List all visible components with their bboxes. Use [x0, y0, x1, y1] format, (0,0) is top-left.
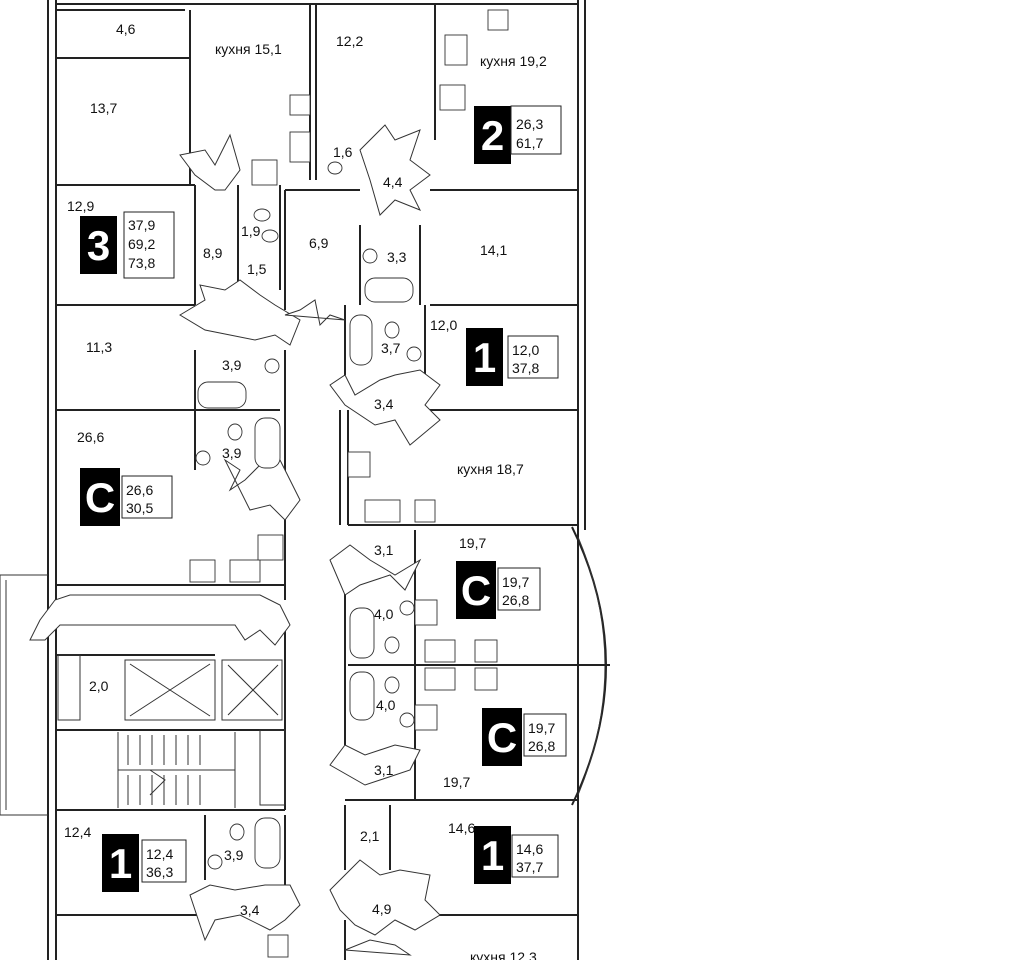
- apartment-type: 3: [87, 222, 110, 269]
- room-label: 12,0: [430, 317, 457, 333]
- apartment-badge: 2 26,3 61,7: [474, 105, 562, 164]
- walls: [0, 0, 610, 960]
- apartment-area: 30,5: [126, 500, 153, 516]
- apartment-area: 26,6: [126, 482, 153, 498]
- room-label: кухня 19,2: [480, 53, 547, 69]
- room-labels: 4,6 кухня 15,1 12,2 кухня 19,2 13,7 1,6 …: [64, 21, 547, 960]
- room-label: 3,9: [224, 847, 244, 863]
- room-label: кухня 15,1: [215, 41, 282, 57]
- room-label: 2,1: [360, 828, 380, 844]
- room-label: 1,5: [247, 261, 267, 277]
- room-label: 19,7: [459, 535, 486, 551]
- doors: [29, 124, 441, 956]
- room-label: 12,9: [67, 198, 94, 214]
- apartment-badge: 1 14,6 37,7: [474, 826, 559, 884]
- apartment-badge: 1 12,4 36,3: [102, 834, 187, 892]
- apartment-type: 1: [481, 832, 504, 879]
- room-label: кухня 12,3: [470, 949, 537, 960]
- apartment-type: С: [461, 567, 491, 614]
- room-label: 3,4: [374, 396, 394, 412]
- apartment-area: 12,0: [512, 342, 539, 358]
- room-label: 3,4: [240, 902, 260, 918]
- room-label: 11,3: [86, 339, 112, 355]
- apartment-badge: 1 12,0 37,8: [466, 328, 559, 386]
- stairs: [117, 732, 236, 808]
- room-label: кухня 18,7: [457, 461, 524, 477]
- room-label: 6,9: [309, 235, 329, 251]
- room-label: 4,0: [374, 606, 394, 622]
- apartment-area: 19,7: [528, 720, 555, 736]
- room-label: 3,1: [374, 762, 394, 778]
- room-label: 3,7: [381, 340, 401, 356]
- room-label: 3,3: [387, 249, 407, 265]
- apartment-type: 1: [473, 334, 496, 381]
- apartment-area: 36,3: [146, 864, 173, 880]
- apartment-area: 37,8: [512, 360, 539, 376]
- apartment-area: 14,6: [516, 841, 543, 857]
- room-label: 2,0: [89, 678, 109, 694]
- apartment-area: 26,3: [516, 116, 543, 132]
- apartment-area: 19,7: [502, 574, 529, 590]
- room-label: 4,6: [116, 21, 136, 37]
- apartment-area: 73,8: [128, 255, 155, 271]
- room-label: 13,7: [90, 100, 117, 116]
- room-label: 19,7: [443, 774, 470, 790]
- room-label: 26,6: [77, 429, 104, 445]
- apartment-badge: С 19,7 26,8: [482, 708, 567, 766]
- room-label: 8,9: [203, 245, 223, 261]
- apartment-type: 1: [109, 840, 132, 887]
- apartment-type: С: [85, 474, 115, 521]
- apartment-area: 69,2: [128, 236, 155, 252]
- apartment-area: 37,9: [128, 217, 155, 233]
- apartment-type: С: [487, 714, 517, 761]
- room-label: 4,0: [376, 697, 396, 713]
- room-label: 1,9: [241, 223, 261, 239]
- room-label: 3,9: [222, 445, 242, 461]
- room-label: 12,2: [336, 33, 363, 49]
- room-label: 14,1: [480, 242, 507, 258]
- room-label: 12,4: [64, 824, 91, 840]
- apartment-area: 12,4: [146, 846, 173, 862]
- room-label: 3,1: [374, 542, 394, 558]
- room-label: 3,9: [222, 357, 242, 373]
- apartment-type: 2: [481, 112, 504, 159]
- room-label: 14,6: [448, 820, 475, 836]
- room-label: 4,4: [383, 174, 403, 190]
- apartment-area: 61,7: [516, 135, 543, 151]
- apartment-badge: 3 37,9 69,2 73,8: [80, 211, 175, 279]
- apartment-area: 26,8: [502, 592, 529, 608]
- apartment-area: 26,8: [528, 738, 555, 754]
- room-label: 4,9: [372, 901, 392, 917]
- apartment-badge: С 19,7 26,8: [456, 561, 541, 619]
- apartment-badge: С 26,6 30,5: [80, 468, 173, 526]
- fixtures: [189, 9, 509, 958]
- room-label: 1,6: [333, 144, 353, 160]
- apartment-area: 37,7: [516, 859, 543, 875]
